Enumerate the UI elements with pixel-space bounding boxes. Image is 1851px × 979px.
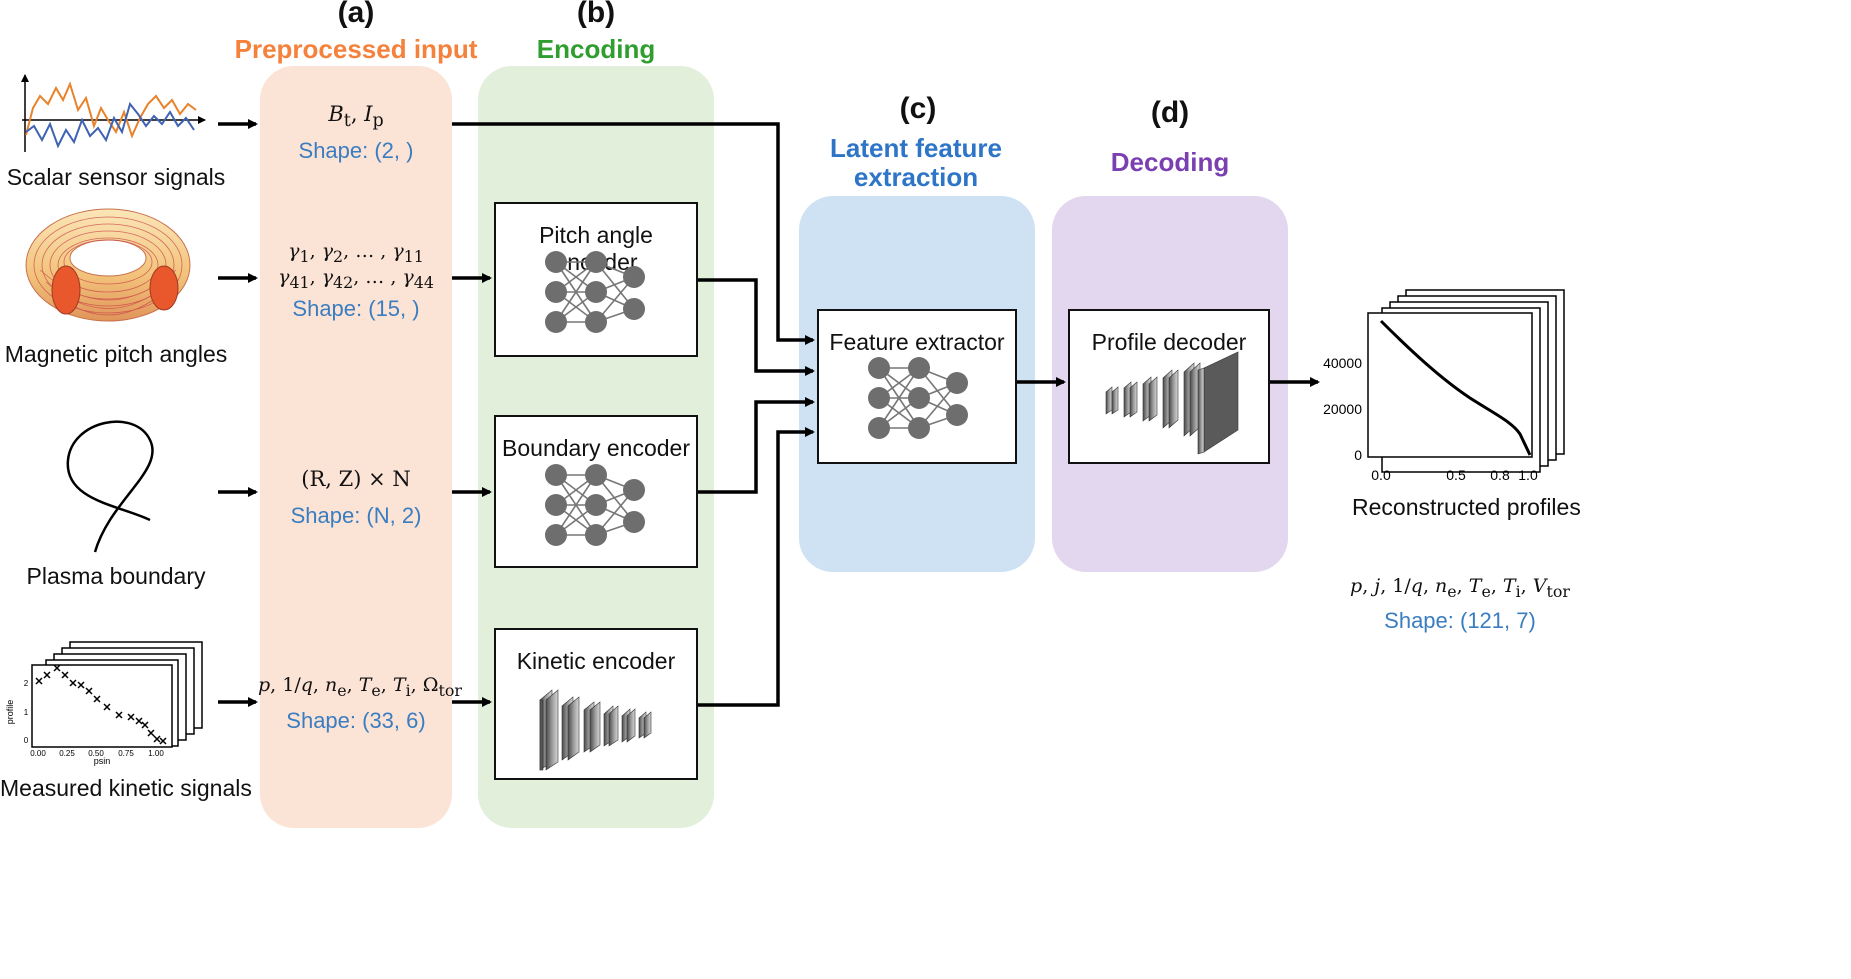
kinetic-ytick: 0 bbox=[24, 736, 29, 745]
panel-d-title: Decoding bbox=[1110, 147, 1230, 177]
panel-a-letter: (a) bbox=[337, 0, 375, 29]
pitch-math-line1: γ1, γ2, … , γ11 bbox=[288, 240, 424, 266]
decoder-layers-icon bbox=[1105, 351, 1239, 455]
kinetic-shape: Shape: (33, 6) bbox=[286, 708, 426, 733]
pitch-shape: Shape: (15, ) bbox=[292, 296, 420, 321]
pitch-angle-encoder-box: Pitch angle encoder bbox=[494, 202, 698, 357]
boundary-shape: Shape: (N, 2) bbox=[290, 503, 422, 528]
pitch-label: Magnetic pitch angles bbox=[4, 341, 228, 367]
output-ytick: 20000 bbox=[1323, 401, 1362, 417]
boundary-encoder-to-extractor-arrow bbox=[698, 397, 815, 494]
scalar-label: Scalar sensor signals bbox=[6, 164, 226, 190]
kinetic-xtick: 0.00 bbox=[30, 749, 46, 758]
panel-d-letter: (d) bbox=[1150, 96, 1190, 129]
output-shape: Shape: (121, 7) bbox=[1384, 608, 1536, 633]
kinetic-xtick: 0.75 bbox=[118, 749, 134, 758]
kinetic-label: Measured kinetic signals bbox=[0, 775, 252, 801]
kinetic-encoder-title: Kinetic encoder bbox=[516, 648, 676, 674]
output-label: Reconstructed profiles bbox=[1352, 494, 1581, 520]
kinetic-plot-ylabel: profile bbox=[5, 700, 15, 725]
feature-extractor-title: Feature extractor bbox=[829, 329, 1005, 355]
kinetic-ytick: 2 bbox=[24, 679, 29, 688]
kinetic-signal-plot: profile psin 0.00 0.25 0.50 0.75 1.00 0 … bbox=[5, 641, 203, 766]
panel-a-title: Preprocessed input bbox=[234, 34, 478, 64]
pitch-encoder-to-extractor-arrow bbox=[698, 278, 815, 376]
boundary-encoder-title: Boundary encoder bbox=[502, 435, 690, 461]
boundary-math: (R, Z) × N bbox=[301, 467, 411, 491]
panel-b-title: Encoding bbox=[536, 34, 656, 64]
kinetic-encoder-box: Kinetic encoder bbox=[494, 628, 698, 780]
preprocessed-input-panel bbox=[260, 66, 452, 828]
scalar-to-extractor-arrow bbox=[452, 122, 815, 345]
scalar-shape: Shape: (2, ) bbox=[298, 138, 414, 163]
kinetic-xtick: 0.25 bbox=[59, 749, 75, 758]
torus-figure bbox=[25, 208, 191, 322]
kinetic-xtick: 1.00 bbox=[148, 749, 164, 758]
output-xtick: 0.5 bbox=[1446, 467, 1466, 483]
output-ytick: 0 bbox=[1354, 447, 1362, 463]
plasma-boundary-curve bbox=[66, 420, 154, 553]
kinetic-xtick: 0.50 bbox=[88, 749, 104, 758]
panel-b-letter: (b) bbox=[576, 0, 616, 29]
kinetic-math: p, 1/q, ne, Te, Ti, Ωtor bbox=[258, 674, 462, 700]
neural-network-icon bbox=[545, 464, 645, 546]
cnn-layers-icon bbox=[539, 689, 652, 771]
boundary-encoder-box: Boundary encoder bbox=[494, 415, 698, 568]
neural-network-icon bbox=[545, 251, 645, 333]
panel-c-title-line2: extraction bbox=[853, 162, 979, 192]
output-xtick: 1.0 bbox=[1518, 467, 1538, 483]
profile-decoder-title: Profile decoder bbox=[1091, 329, 1247, 355]
pitch-math-line2: γ41, γ42, … , γ44 bbox=[278, 266, 434, 292]
kinetic-plot-xlabel: psin bbox=[94, 756, 111, 766]
kinetic-encoder-to-extractor-arrow bbox=[698, 427, 815, 707]
panel-c-title-line1: Latent feature bbox=[830, 133, 1002, 163]
reconstructed-profiles-plot: 40000 20000 0 0.0 0.5 0.8 1.0 bbox=[1323, 289, 1565, 483]
output-xtick: 0.0 bbox=[1371, 467, 1391, 483]
panel-c-letter: (c) bbox=[899, 92, 937, 125]
output-math: p, j, 1/q, ne, Te, Ti, Vtor bbox=[1350, 575, 1570, 601]
neural-network-icon bbox=[868, 357, 968, 439]
output-xtick: 0.8 bbox=[1490, 467, 1510, 483]
boundary-label: Plasma boundary bbox=[26, 563, 206, 589]
scalar-math: Bt, Ip bbox=[328, 102, 384, 132]
output-ytick: 40000 bbox=[1323, 355, 1362, 371]
kinetic-ytick: 1 bbox=[24, 708, 29, 717]
scalar-signal-plot bbox=[21, 74, 206, 152]
